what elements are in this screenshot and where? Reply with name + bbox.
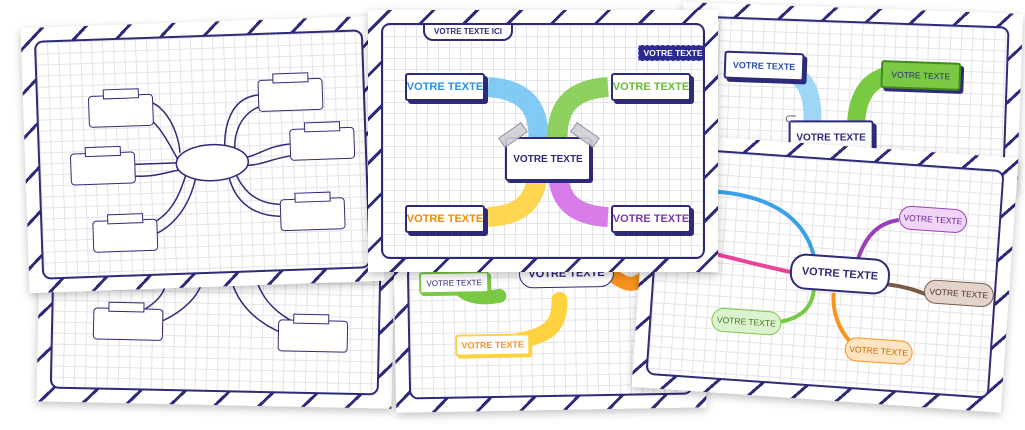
text-label: VOTRE TEXTE [612,81,690,93]
text-box-purple[interactable]: VOTRE TEXTE [611,205,691,233]
empty-tab [107,213,144,225]
text-label: VOTRE TEXTE [801,265,879,283]
text-label: VOTRE TEXTE [732,59,796,73]
text-label: VOTRE TEXTE [929,286,989,301]
empty-box[interactable] [92,307,164,341]
empty-box[interactable] [92,218,159,253]
text-box-green[interactable]: VOTRE TEXTE [611,73,691,101]
pill-brown[interactable]: VOTRE TEXTE [923,278,995,308]
empty-tab [102,88,139,100]
text-label: VOTRE TEXTE [612,213,690,225]
empty-box[interactable] [289,126,356,161]
text-label: VOTRE TEXTE [406,81,484,93]
empty-tab [294,191,331,203]
slide-main: VOTRE TEXTE ICI VOTRE TEXTE VOTRE TEXTE … [368,10,718,272]
empty-tab [303,121,341,133]
text-label: VOTRE TEXTE [426,277,482,288]
pill-purple[interactable]: VOTRE TEXTE [898,205,968,234]
header-tab[interactable]: VOTRE TEXTE ICI [423,25,513,41]
text-label: VOTRE TEXTE [796,131,866,143]
text-label: VOTRE TEXTE [406,213,484,225]
central-text[interactable]: VOTRE TEXTE [788,252,892,296]
text-box-green[interactable]: VOTRE TEXTE [880,60,962,91]
text-label: VOTRE TEXTE [461,339,525,351]
empty-box[interactable] [87,93,154,128]
text-label: VOTRE TEXTE [716,314,777,329]
ribbon-label: VOTRE TEXTE [643,48,703,58]
text-label: VOTRE TEXTE [513,153,583,165]
slide-color-top-right: VOTRE TEXTE VOTRE TEXTE VOTRE TEXTE ⊂ [676,2,1024,194]
empty-box[interactable] [257,77,324,113]
slide-blank-top [20,15,385,294]
empty-tab [272,72,309,84]
header-label: VOTRE TEXTE ICI [433,26,502,36]
empty-box[interactable] [279,197,346,232]
text-box-yellow[interactable]: VOTRE TEXTE [455,333,531,357]
ribbon-banner[interactable]: VOTRE TEXTE [638,45,703,61]
empty-box[interactable] [69,151,136,186]
central-text[interactable]: VOTRE TEXTE [505,137,591,181]
text-box-blue[interactable]: VOTRE TEXTE [723,50,805,82]
pill-orange[interactable]: VOTRE TEXTE [843,336,914,366]
empty-tab [84,145,121,158]
text-box-orange[interactable]: VOTRE TEXTE [405,205,485,233]
text-box-green[interactable]: VOTRE TEXTE [418,271,490,295]
text-label: VOTRE TEXTE [903,212,963,227]
text-box-blue[interactable]: VOTRE TEXTE [405,73,485,101]
empty-tab [108,301,145,313]
pill-green[interactable]: VOTRE TEXTE [710,307,783,337]
text-label: VOTRE TEXTE [891,69,951,82]
empty-box[interactable] [277,319,349,353]
paperclip-icon: ⊂ [783,108,798,129]
empty-tab [293,313,330,325]
text-label: VOTRE TEXTE [848,343,909,358]
